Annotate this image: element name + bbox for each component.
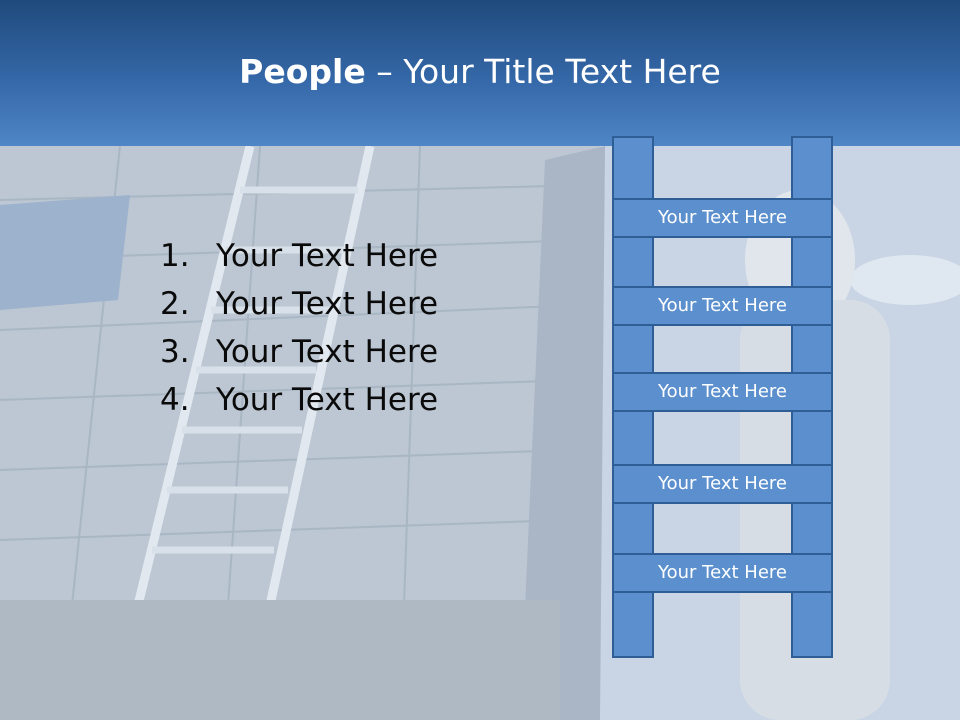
list-number: 3.	[160, 334, 190, 370]
title-bar	[0, 0, 960, 146]
list-item: 3. Your Text Here	[160, 328, 438, 376]
ladder-rung-1: Your Text Here	[612, 198, 833, 238]
list-text: Your Text Here	[216, 286, 439, 322]
ladder-rung-5: Your Text Here	[612, 553, 833, 593]
ladder-rung-2: Your Text Here	[612, 286, 833, 326]
list-text: Your Text Here	[216, 334, 439, 370]
slide-title: People – Your Title Text Here	[0, 52, 960, 91]
list-item: 4. Your Text Here	[160, 376, 438, 424]
list-text: Your Text Here	[216, 382, 439, 418]
ladder-rung-3: Your Text Here	[612, 372, 833, 412]
title-separator: –	[365, 52, 404, 91]
title-bold: People	[239, 52, 366, 91]
list-number: 2.	[160, 286, 190, 322]
list-item: 2. Your Text Here	[160, 280, 438, 328]
numbered-list: 1. Your Text Here 2. Your Text Here 3. Your…	[160, 232, 438, 424]
list-number: 1.	[160, 238, 190, 274]
list-item: 1. Your Text Here	[160, 232, 438, 280]
list-number: 4.	[160, 382, 190, 418]
list-text: Your Text Here	[216, 238, 439, 274]
ladder-rung-4: Your Text Here	[612, 464, 833, 504]
title-rest: Your Title Text Here	[403, 52, 721, 91]
